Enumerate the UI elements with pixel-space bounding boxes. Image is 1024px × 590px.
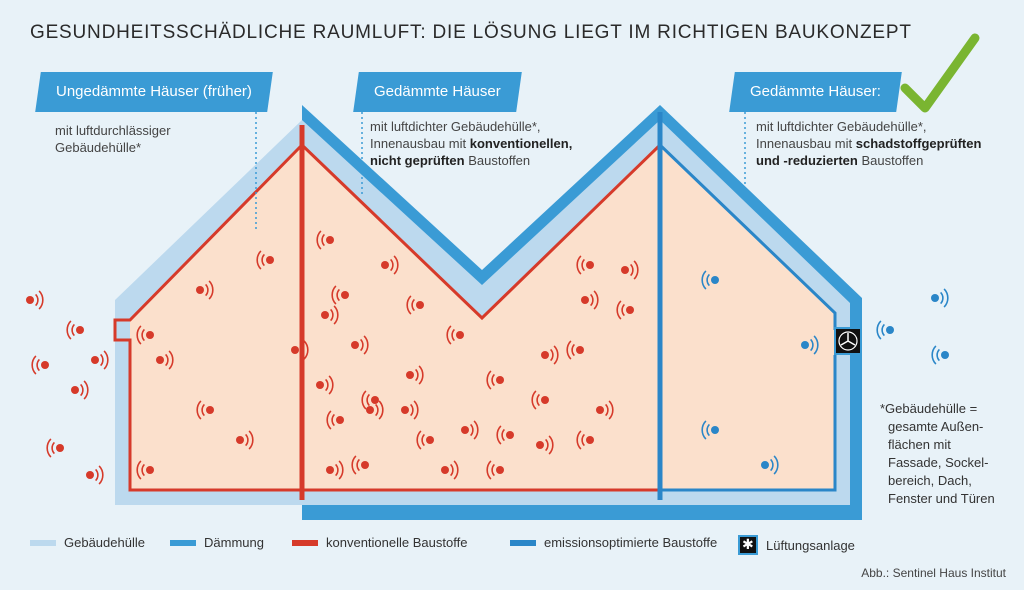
emission-symbol xyxy=(441,460,459,480)
emission-symbol xyxy=(351,455,369,475)
emission-symbol xyxy=(361,390,379,410)
emission-symbol xyxy=(576,430,594,450)
emission-symbol xyxy=(536,435,554,455)
emission-symbol xyxy=(351,335,369,355)
emission-symbol xyxy=(46,438,64,458)
emission-symbol xyxy=(486,370,504,390)
desc-insulated: mit luftdichter Gebäudehülle*, Innenausb… xyxy=(370,119,573,168)
emission-symbol xyxy=(31,355,49,375)
footnote-envelope: *Gebäudehülle = gesamte Außen- flächen m… xyxy=(880,401,995,506)
emission-symbol xyxy=(136,460,154,480)
emission-symbol xyxy=(486,460,504,480)
emission-symbol xyxy=(576,255,594,275)
emission-symbol xyxy=(326,460,344,480)
banner-insulated-optimized: Gedämmte Häuser: xyxy=(729,72,902,112)
emission-symbol xyxy=(196,280,214,300)
emission-symbol xyxy=(316,230,334,250)
emission-symbol xyxy=(531,390,549,410)
emission-symbol xyxy=(801,335,819,355)
emission-symbol xyxy=(446,325,464,345)
emission-symbol xyxy=(416,430,434,450)
emission-symbol xyxy=(86,465,104,485)
legend-item-envelope: Gebäudehülle xyxy=(30,535,145,550)
banner-uninsulated: Ungedämmte Häuser (früher) xyxy=(35,72,273,112)
ventilation-icon xyxy=(738,535,758,555)
emission-symbol xyxy=(326,410,344,430)
emission-symbol xyxy=(701,420,719,440)
emission-symbol xyxy=(401,400,419,420)
desc-insulated-optimized: mit luftdichter Gebäudehülle*, Innenausb… xyxy=(756,119,982,168)
emission-symbol xyxy=(291,340,309,360)
emission-symbol xyxy=(66,320,84,340)
emission-symbol xyxy=(406,365,424,385)
emission-symbol xyxy=(381,255,399,275)
legend-item-insulation: Dämmung xyxy=(170,535,264,550)
ventilation-unit-icon xyxy=(834,327,862,355)
emission-symbol xyxy=(26,290,44,310)
emission-symbol xyxy=(621,260,639,280)
diagram-title: GESUNDHEITSSCHÄDLICHE RAUMLUFT: DIE LÖSU… xyxy=(30,22,912,43)
emission-symbol xyxy=(71,380,89,400)
emission-symbol xyxy=(331,285,349,305)
legend-item-ventilation: Lüftungsanlage xyxy=(738,535,855,555)
emission-symbol xyxy=(596,400,614,420)
emission-symbol xyxy=(136,325,154,345)
emission-symbol xyxy=(406,295,424,315)
emission-symbol xyxy=(931,345,949,365)
emission-symbol xyxy=(581,290,599,310)
desc-uninsulated: mit luftdurchlässiger Gebäudehülle* xyxy=(55,123,171,155)
emission-symbol xyxy=(316,375,334,395)
emission-symbol xyxy=(761,455,779,475)
optimized-material-outline xyxy=(658,143,837,492)
emission-symbol xyxy=(91,350,109,370)
emission-symbol xyxy=(321,305,339,325)
emission-symbol xyxy=(616,300,634,320)
house-diagram xyxy=(26,33,980,520)
checkmark-icon xyxy=(900,33,980,113)
legend-item-conventional: konventionelle Baustoffe xyxy=(292,535,467,550)
image-credit: Abb.: Sentinel Haus Institut xyxy=(861,566,1006,580)
emission-symbol xyxy=(366,400,384,420)
emission-symbol xyxy=(701,270,719,290)
legend: Gebäudehülle Dämmung konventionelle Baus… xyxy=(30,535,1010,555)
emission-symbol xyxy=(256,250,274,270)
emission-symbol xyxy=(196,400,214,420)
legend-item-optimized: emissionsoptimierte Baustoffe xyxy=(510,535,717,550)
emission-symbol xyxy=(461,420,479,440)
emission-symbol xyxy=(236,430,254,450)
emission-symbol xyxy=(156,350,174,370)
emission-symbol xyxy=(876,320,894,340)
emission-symbol xyxy=(541,345,559,365)
emission-symbol xyxy=(566,340,584,360)
emission-symbol xyxy=(496,425,514,445)
emission-symbol xyxy=(931,288,949,308)
conventional-material-outline xyxy=(113,142,662,492)
banner-insulated: Gedämmte Häuser xyxy=(353,72,522,112)
